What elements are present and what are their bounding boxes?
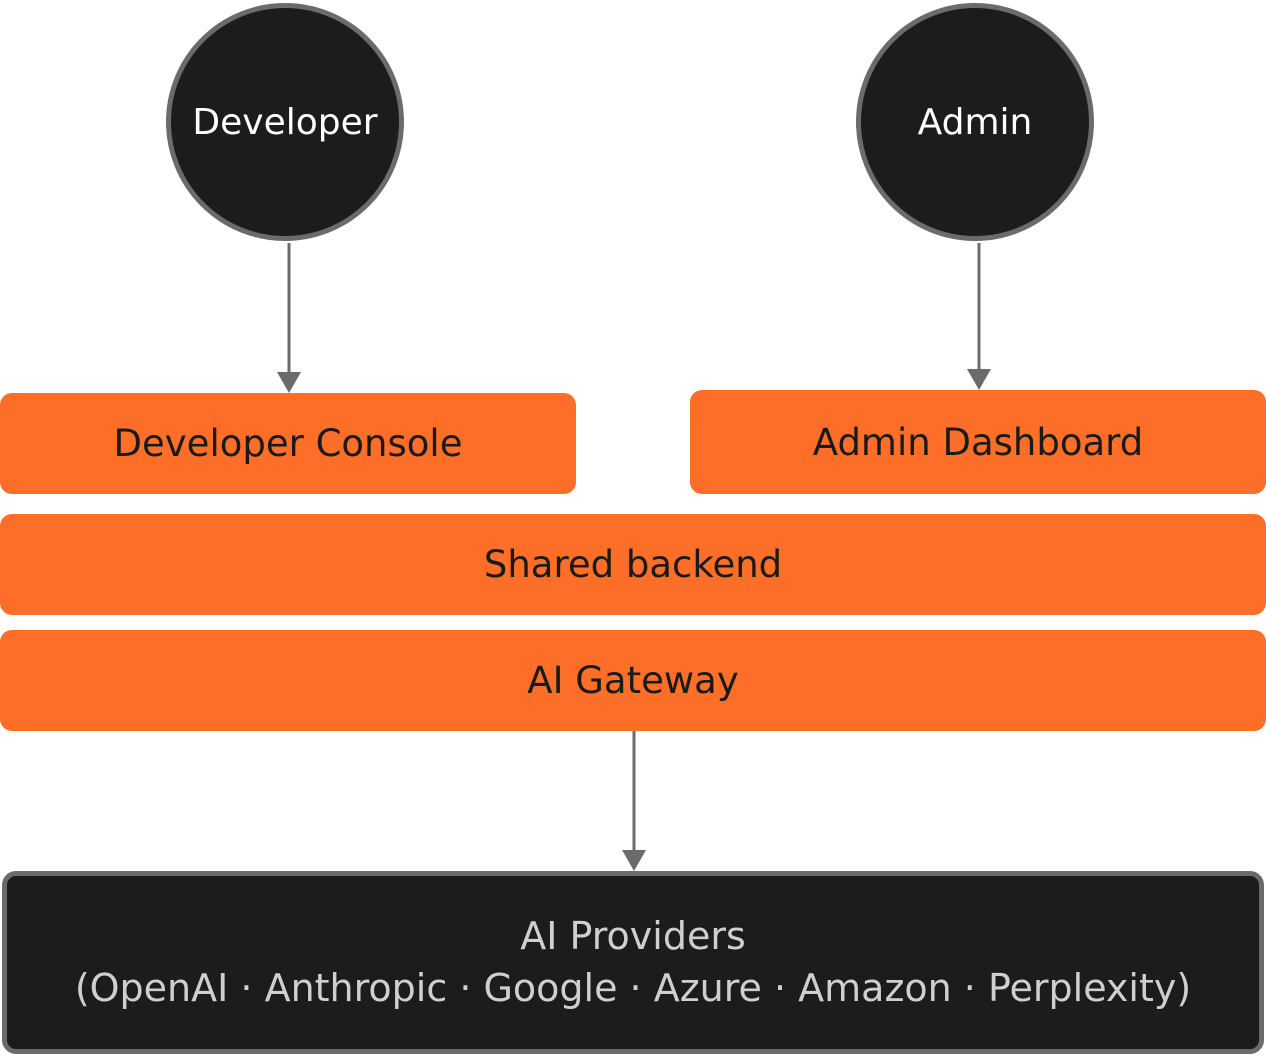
ai-providers-title: AI Providers: [520, 914, 746, 959]
actor-developer: Developer: [166, 3, 404, 241]
actor-admin-label: Admin: [917, 101, 1033, 143]
arrowhead-gateway-to-providers: [622, 850, 646, 871]
ai-providers-list: (OpenAI · Anthropic · Google · Azure · A…: [74, 965, 1192, 1010]
developer-console-label: Developer Console: [113, 422, 463, 465]
ai-gateway-box: AI Gateway: [0, 630, 1266, 731]
ai-gateway-label: AI Gateway: [527, 659, 739, 702]
actor-developer-label: Developer: [192, 101, 378, 143]
ai-providers-box: AI Providers (OpenAI · Anthropic · Googl…: [2, 871, 1264, 1054]
shared-backend-box: Shared backend: [0, 514, 1266, 615]
actor-admin: Admin: [856, 3, 1094, 241]
shared-backend-label: Shared backend: [483, 543, 783, 586]
developer-console-box: Developer Console: [0, 393, 576, 494]
arrowhead-developer-to-console: [277, 372, 301, 393]
admin-dashboard-box: Admin Dashboard: [690, 390, 1266, 494]
admin-dashboard-label: Admin Dashboard: [812, 420, 1144, 464]
arrowhead-admin-to-dashboard: [967, 369, 991, 390]
